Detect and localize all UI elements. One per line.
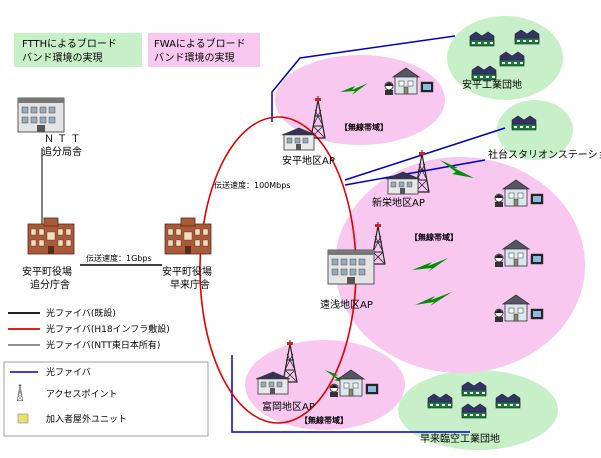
bolt-icon — [415, 292, 452, 306]
fwa-line1: FWAによるブロード — [154, 37, 246, 50]
toasa-ap-label: 遠浅地区AP — [320, 298, 373, 311]
legend-item-2: 光ファイバ(H18インフラ敷設) — [46, 323, 170, 335]
legend-item-4: 光ファイバ — [46, 366, 91, 378]
bolt-icon — [325, 370, 350, 384]
ntt-building-icon — [17, 97, 65, 133]
speed-1g-label: 伝送速度：1Gbps — [86, 253, 152, 263]
shadai-label: 社台スタリオンステーション — [488, 148, 601, 161]
yasuhira-ap-label: 安平地区AP — [282, 154, 335, 167]
hayakita-label-2: 早来庁舎 — [170, 278, 210, 291]
band-label-2: 【無線帯域】 — [410, 232, 458, 242]
hayakita-industrial-label: 早来臨空工業団地 — [420, 432, 500, 445]
yasuhira-industrial-label: 安平工業団地 — [462, 78, 522, 91]
legend-item-6: 加入者屋外ユニット — [46, 413, 127, 425]
ntt-label-1: Ｎ Ｔ Ｔ — [44, 134, 80, 145]
bolt-icon — [412, 258, 448, 272]
ftth-line1: FTTHによるブロード — [22, 37, 117, 50]
ftth-line2: バンド環境の実現 — [22, 51, 103, 64]
ntt-label-2: 追分局舎 — [42, 145, 82, 158]
oiwake-cityhall-icon — [27, 217, 75, 255]
bolt-icon — [440, 160, 474, 178]
band-label-3: 【無線帯域】 — [300, 415, 348, 425]
legend-item-3: 光ファイバ(NTT東日本所有) — [46, 339, 160, 351]
legend-box — [3, 361, 209, 437]
ftth-box: FTTHによるブロード バンド環境の実現 — [14, 33, 142, 67]
wireless-links — [325, 83, 474, 384]
toasa-ap-building-icon — [327, 249, 375, 285]
fwa-line2: バンド環境の実現 — [154, 51, 235, 64]
legend-unit-icon — [17, 413, 29, 424]
legend-item-1: 光ファイバ(既設) — [46, 307, 116, 319]
tomioka-ap-label: 富岡地区AP — [262, 400, 315, 413]
oiwake-label-2: 追分庁舎 — [30, 278, 70, 291]
speed-100m-label: 伝送速度：100Mbps — [214, 180, 291, 190]
band-label-1: 【無線帯域】 — [340, 122, 388, 132]
legend: 光ファイバ(既設) 光ファイバ(H18インフラ敷設) 光ファイバ(NTT東日本所… — [3, 307, 209, 437]
legend-item-5: アクセスポイント — [46, 389, 118, 400]
hayakita-label-1: 安平町役場 — [162, 265, 212, 278]
oiwake-label-1: 安平町役場 — [22, 265, 72, 278]
tomioka-wireless-area — [245, 340, 405, 430]
fwa-box: FWAによるブロード バンド環境の実現 — [148, 33, 260, 67]
bolt-icon — [340, 83, 368, 95]
shinei-ap-label: 新栄地区AP — [372, 196, 425, 209]
